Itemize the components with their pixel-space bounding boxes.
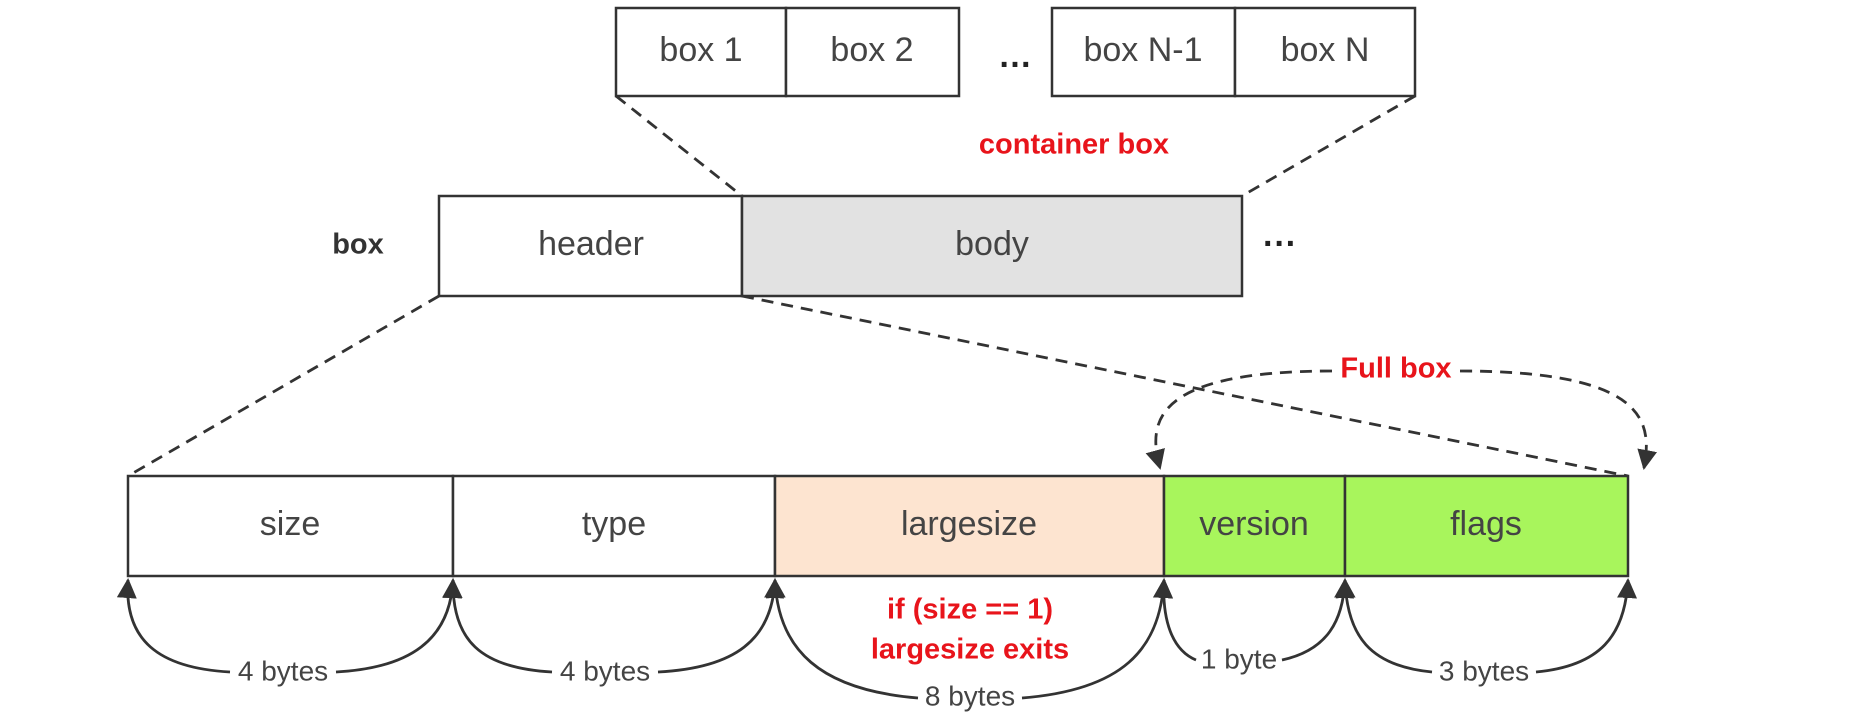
box-header-cell (437, 194, 744, 298)
size-bytes-arc-left (116, 578, 231, 674)
container-right-connector (1241, 94, 1416, 198)
box-body-label: body (955, 225, 1029, 263)
box-row-ellipsis: ··· (1263, 225, 1297, 263)
flags-bytes-arc-right (1535, 578, 1638, 674)
flags-bytes-label: 3 bytes (1439, 655, 1529, 686)
header-left-connector (127, 294, 440, 478)
field-flags-label: flags (1450, 505, 1522, 543)
container-box-label: container box (979, 129, 1169, 161)
field-size-label: size (260, 505, 320, 543)
container-box-group: box 1 box 2 … box N-1 box N (614, 6, 1417, 98)
header-right-connector (741, 294, 1629, 478)
box-label: box (332, 229, 384, 261)
container-box-2 (784, 6, 961, 98)
version-bytes-arc-right (1281, 578, 1355, 662)
full-box-arc (1145, 369, 1333, 470)
type-bytes-label: 4 bytes (560, 655, 650, 686)
largesize-bytes-arc-left (765, 578, 919, 700)
field-type-cell (451, 474, 777, 578)
container-box-1 (614, 6, 788, 98)
type-bytes-arc-left (442, 578, 553, 674)
container-box-2-label: box 2 (830, 31, 913, 69)
field-size-cell (126, 474, 455, 578)
container-box-1-label: box 1 (659, 31, 742, 69)
container-ellipsis: … (998, 37, 1032, 75)
size-bytes-arc-right (335, 578, 463, 674)
byte-arcs: 4 bytes 4 bytes 8 bytes 1 byte 3 bytes (116, 578, 1638, 711)
box-header-label: header (538, 225, 644, 263)
box-body-cell (740, 194, 1244, 298)
type-bytes-arc-right (657, 578, 785, 674)
largesize-condition-line1: if (size == 1) (887, 594, 1053, 626)
largesize-condition-line2: largesize exits (871, 634, 1069, 666)
largesize-bytes-label: 8 bytes (925, 680, 1015, 711)
container-left-connector (615, 94, 743, 198)
largesize-bytes-arc-right (1021, 578, 1173, 700)
size-bytes-label: 4 bytes (238, 655, 328, 686)
field-version-label: version (1199, 505, 1309, 543)
container-box-n (1233, 6, 1417, 98)
version-bytes-arc-left (1153, 578, 1197, 662)
container-box-n-minus-1-label: box N-1 (1083, 31, 1202, 69)
field-version-cell (1162, 474, 1347, 578)
field-type-label: type (582, 505, 646, 543)
box-row: header body (437, 194, 1244, 298)
container-box-n-minus-1 (1050, 6, 1237, 98)
full-box-label: Full box (1340, 353, 1451, 385)
field-flags-cell (1343, 474, 1630, 578)
container-box-n-label: box N (1281, 31, 1370, 69)
field-largesize-label: largesize (901, 505, 1037, 543)
full-box-arc-right (1459, 369, 1658, 470)
flags-bytes-arc-left (1335, 578, 1433, 674)
field-row: size type largesize version flags (126, 474, 1630, 578)
version-bytes-label: 1 byte (1201, 643, 1277, 674)
